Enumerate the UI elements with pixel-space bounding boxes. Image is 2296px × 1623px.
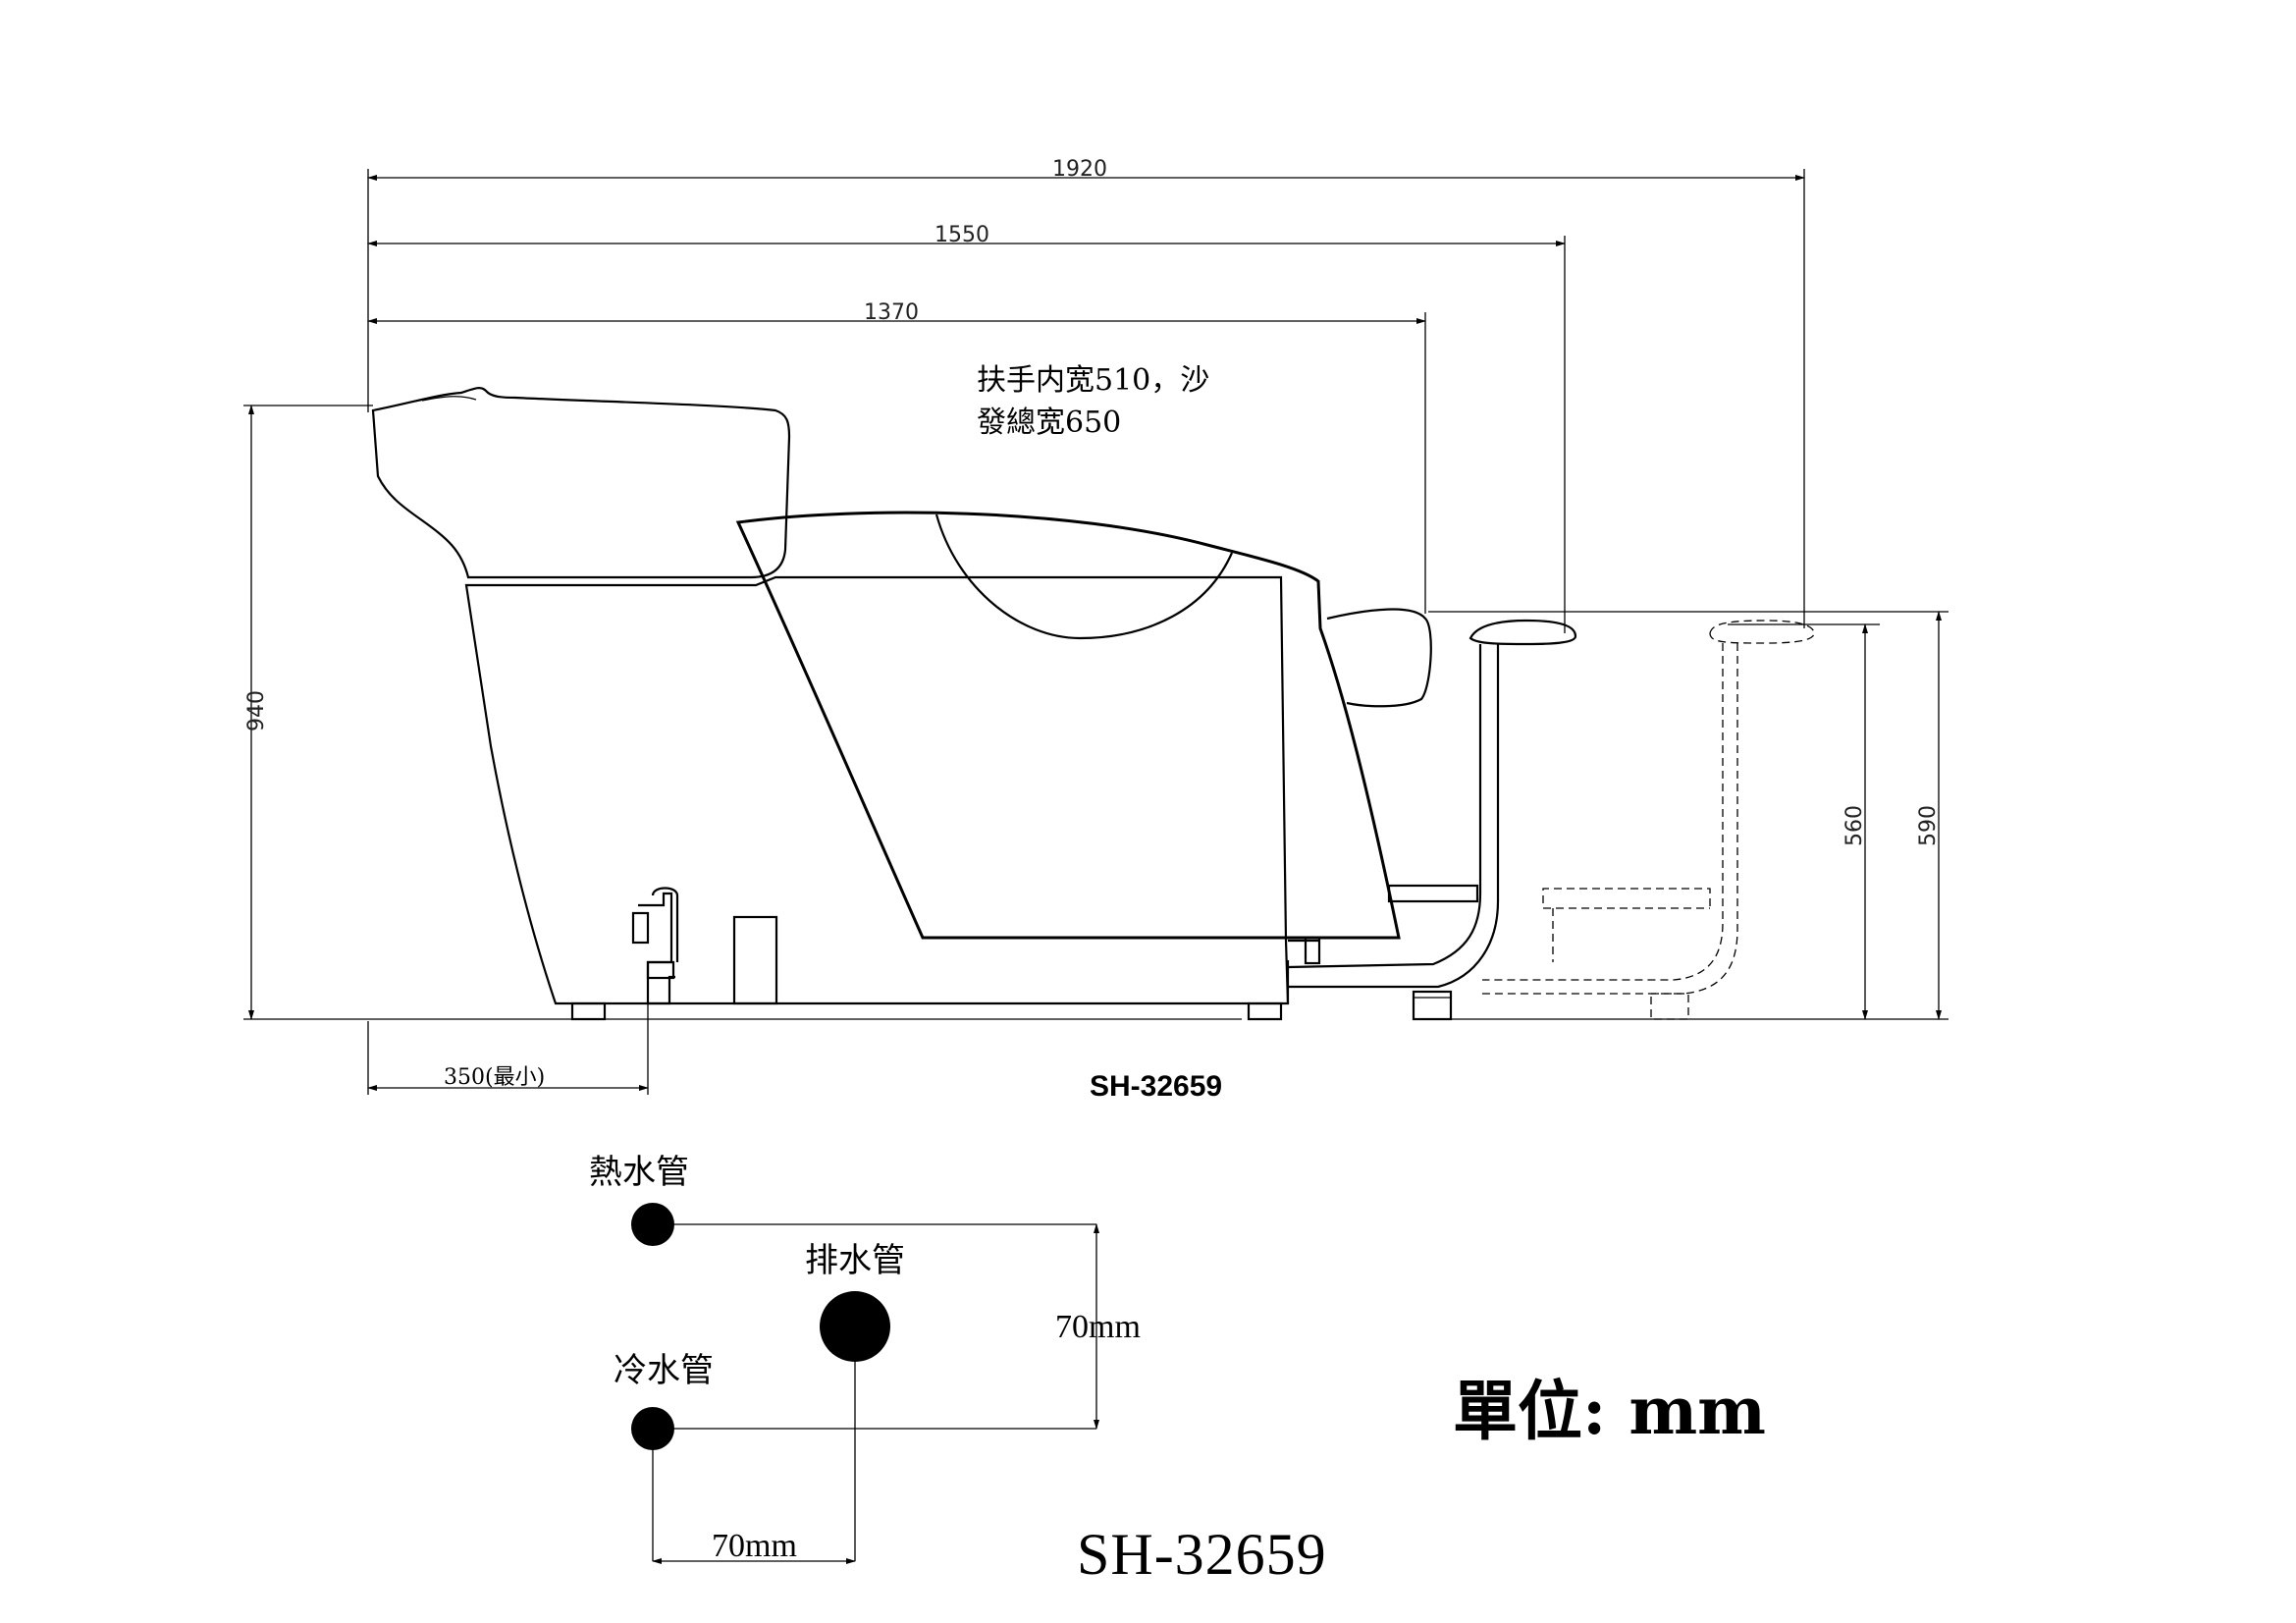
dimension-560: 560 (1728, 623, 1880, 1020)
dimension-350: 350(最小) (367, 992, 649, 1095)
hot-water-label: 熱水管 (589, 1153, 689, 1192)
chair-base (464, 575, 1290, 1005)
drain-label: 排水管 (805, 1241, 905, 1280)
dimension-940: 940 (243, 405, 1242, 1020)
seat-body (735, 511, 1401, 940)
model-label-bottom: SH-32659 (1077, 1522, 1327, 1587)
dim-1370-label: 1370 (864, 300, 919, 325)
drain-valve (631, 887, 778, 1005)
dimension-1550: 1550 (367, 223, 1566, 633)
dimension-1920: 1920 (367, 157, 1805, 628)
dim-560-label: 560 (1842, 805, 1867, 846)
armrest-note-line1: 扶手内宽510，沙 (977, 363, 1209, 398)
dimension-1370: 1370 (367, 300, 1426, 614)
vertical-spacing-label: 70mm (1055, 1309, 1141, 1345)
dim-1920-label: 1920 (1052, 157, 1107, 182)
dimension-590: 590 (1428, 611, 1949, 1020)
model-label-top: SH-32659 (1090, 1070, 1222, 1103)
dim-940-label: 940 (244, 690, 269, 731)
pipe-layout: 熱水管 排水管 冷水管 70mm 70mm (589, 1153, 1141, 1564)
dim-350-label: 350(最小) (444, 1065, 545, 1090)
dim-1550-label: 1550 (934, 223, 989, 247)
dim-590-label: 590 (1916, 805, 1941, 846)
unit-label: 單位: mm (1453, 1373, 1766, 1449)
footrest-extended-dashed (1478, 620, 1815, 1020)
armrest-roll (1326, 608, 1432, 708)
armrest-note-line2: 發總宽650 (977, 406, 1121, 440)
foot-left (570, 1001, 607, 1021)
cold-water-label: 冷水管 (614, 1351, 714, 1390)
horizontal-spacing-label: 70mm (712, 1528, 797, 1564)
shampoo-basin (371, 387, 791, 579)
foot-right (1247, 1001, 1283, 1021)
footrest-stand (1287, 619, 1577, 1021)
